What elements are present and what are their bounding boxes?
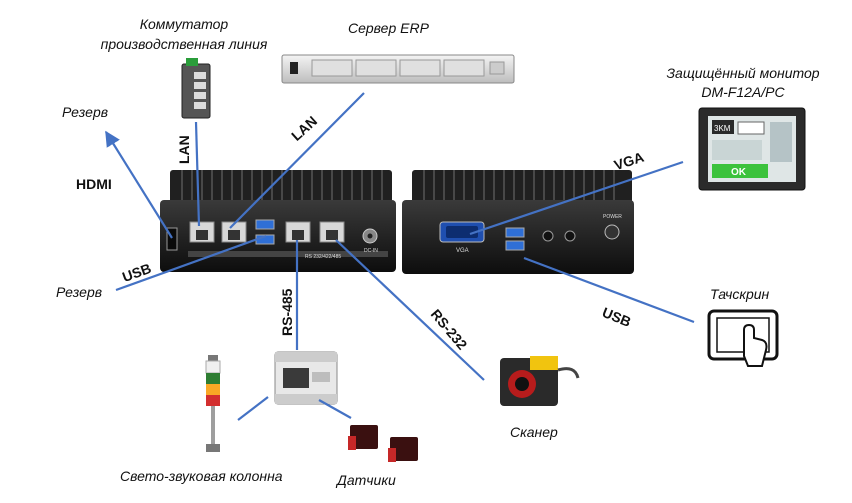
iface-lan-left: LAN [176, 135, 192, 164]
sensors [348, 425, 418, 462]
line-rs232 [335, 239, 485, 381]
line-vga [469, 160, 684, 236]
label-reserve-top: Резерв [62, 104, 109, 120]
plc-relay [274, 351, 338, 405]
usb-port-left [255, 219, 275, 230]
rs-port-text: RS 232/422/485 [305, 254, 341, 260]
signal-tower [205, 355, 221, 452]
barcode-scanner [500, 356, 580, 406]
line-usb-right [523, 256, 695, 324]
label-sensors: Датчики [337, 472, 396, 488]
iface-rs485: RS-485 [279, 288, 295, 336]
line-lan-switch [194, 121, 201, 227]
box-pc-right: VGA POWER [402, 170, 634, 274]
box-pc-left: RS 232/422/485 DC-IN [160, 170, 396, 272]
line-usb-left [115, 234, 267, 292]
screen-ok-button [712, 164, 768, 178]
label-erp: Сервер ERP [348, 20, 429, 36]
svg-text:OK: OK [731, 167, 747, 178]
touchscreen-icon [707, 309, 779, 367]
network-switch [181, 58, 211, 119]
label-monitor: Защищённый монитор DM-F12A/PC [666, 65, 820, 100]
line-hdmi [105, 130, 173, 239]
label-light-column: Свето-звуковая колонна [120, 468, 283, 484]
hdmi-port [166, 227, 178, 251]
line-sensors [318, 399, 352, 419]
iface-hdmi: HDMI [76, 176, 112, 192]
svg-text:POWER: POWER [603, 214, 622, 220]
line-lan-erp [229, 92, 365, 229]
power-button [604, 224, 620, 240]
svg-text:VGA: VGA [456, 248, 469, 254]
usb-port-right [505, 227, 525, 238]
line-light [237, 396, 269, 421]
label-switch: Коммутатор производственная линия [100, 16, 268, 52]
label-reserve-bottom: Резерв [56, 284, 103, 300]
erp-server [281, 54, 515, 84]
audio-jack-1 [542, 230, 554, 242]
audio-jack-2 [564, 230, 576, 242]
label-touchscreen: Тачскрин [710, 286, 770, 302]
rugged-monitor: 3KM OK [698, 107, 806, 191]
label-scanner: Сканер [510, 424, 558, 440]
svg-text:DC-IN: DC-IN [364, 248, 378, 254]
svg-text:3KM: 3KM [714, 124, 731, 133]
